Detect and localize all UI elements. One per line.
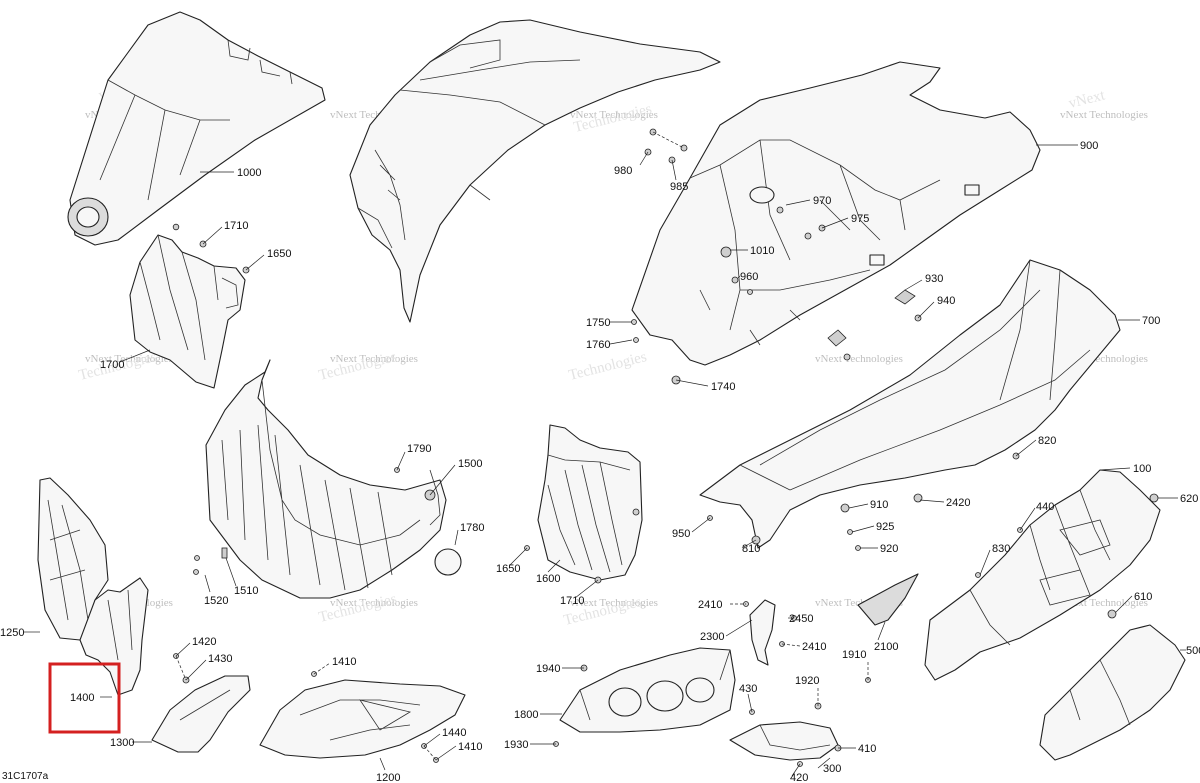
- callout-1000[interactable]: 1000: [237, 167, 261, 179]
- watermark-text: vNext Technologies: [85, 353, 173, 365]
- callout-700[interactable]: 700: [1142, 315, 1160, 327]
- callout-430[interactable]: 430: [739, 683, 757, 695]
- callout-900[interactable]: 900: [1080, 140, 1098, 152]
- part-1000-nose-cap[interactable]: [67, 11, 326, 246]
- callout-1710[interactable]: 1710: [224, 220, 248, 232]
- callout-830[interactable]: 830: [992, 543, 1010, 555]
- callout-1420[interactable]: 1420: [192, 636, 216, 648]
- watermark-text: vNext Technologies: [570, 597, 658, 609]
- diagram-reference: 31C1707a: [2, 771, 49, 782]
- callout-1910[interactable]: 1910: [842, 649, 866, 661]
- callout-940[interactable]: 940: [937, 295, 955, 307]
- watermark-text: vNext Technologies: [330, 597, 418, 609]
- callout-910[interactable]: 910: [870, 499, 888, 511]
- callout-1410[interactable]: 1410: [332, 656, 356, 668]
- callout-820[interactable]: 820: [1038, 435, 1056, 447]
- callout-1400[interactable]: 1400: [70, 692, 94, 704]
- part-1300-lower-flap[interactable]: [151, 675, 251, 753]
- callout-985[interactable]: 985: [670, 181, 688, 193]
- callout-500[interactable]: 500: [1186, 645, 1200, 657]
- callout-labels: 1000 1710 1650 1700 980 985 900 970 975 …: [0, 140, 1200, 783]
- part-1600-vent[interactable]: [537, 424, 643, 581]
- callout-920[interactable]: 920: [880, 543, 898, 555]
- part-1700-side-deflector[interactable]: [129, 234, 246, 389]
- callout-975[interactable]: 975: [851, 213, 869, 225]
- callout-950[interactable]: 950: [672, 528, 690, 540]
- callout-1200[interactable]: 1200: [376, 772, 400, 783]
- highlight-box: [48, 662, 121, 734]
- callout-100[interactable]: 100: [1133, 463, 1151, 475]
- callout-440[interactable]: 440: [1036, 501, 1054, 513]
- part-2300-bracket[interactable]: [749, 599, 776, 666]
- callout-1600[interactable]: 1600: [536, 573, 560, 585]
- callout-1410-b[interactable]: 1410: [458, 741, 482, 753]
- callout-980[interactable]: 980: [614, 165, 632, 177]
- callout-1920[interactable]: 1920: [795, 675, 819, 687]
- callout-610[interactable]: 610: [1134, 591, 1152, 603]
- part-900-rear-tub[interactable]: [631, 61, 1041, 366]
- callout-2100[interactable]: 2100: [874, 641, 898, 653]
- callout-2450[interactable]: 2450: [789, 613, 813, 625]
- callout-2410-b[interactable]: 2410: [802, 641, 826, 653]
- callout-970[interactable]: 970: [813, 195, 831, 207]
- callout-1780[interactable]: 1780: [460, 522, 484, 534]
- callout-1510[interactable]: 1510: [234, 585, 258, 597]
- callout-960[interactable]: 960: [740, 271, 758, 283]
- callout-1800[interactable]: 1800: [514, 709, 538, 721]
- callout-1700[interactable]: 1700: [100, 359, 124, 371]
- watermark-text: vNext Technologies: [815, 353, 903, 365]
- leader-lines: [24, 131, 1186, 777]
- callout-930[interactable]: 930: [925, 273, 943, 285]
- callout-1760[interactable]: 1760: [586, 339, 610, 351]
- callout-1010[interactable]: 1010: [750, 245, 774, 257]
- callout-1790[interactable]: 1790: [407, 443, 431, 455]
- callout-420[interactable]: 420: [790, 772, 808, 783]
- watermark-text: vNext Technologies: [570, 109, 658, 121]
- watermark-text: vNext Technologies: [330, 353, 418, 365]
- callout-1930[interactable]: 1930: [504, 739, 528, 751]
- callout-1650[interactable]: 1650: [267, 248, 291, 260]
- callout-2420[interactable]: 2420: [946, 497, 970, 509]
- watermark-text: vNext Technologies: [1060, 109, 1148, 121]
- watermark-text: Technologies: [567, 349, 648, 384]
- part-hood-panel[interactable]: [349, 19, 721, 323]
- callout-1940[interactable]: 1940: [536, 663, 560, 675]
- callout-1430[interactable]: 1430: [208, 653, 232, 665]
- callout-1250[interactable]: 1250: [0, 627, 24, 639]
- callout-1300[interactable]: 1300: [110, 737, 134, 749]
- callout-1710-b[interactable]: 1710: [560, 595, 584, 607]
- part-1500-front-grill[interactable]: [205, 359, 462, 599]
- callout-1500[interactable]: 1500: [458, 458, 482, 470]
- part-700-rear-cover[interactable]: [699, 259, 1121, 549]
- callout-2300[interactable]: 2300: [700, 631, 724, 643]
- callout-1750[interactable]: 1750: [586, 317, 610, 329]
- part-100-side-panel[interactable]: [924, 469, 1161, 681]
- callout-1740[interactable]: 1740: [711, 381, 735, 393]
- part-2100-brace[interactable]: [857, 573, 919, 626]
- callout-2410[interactable]: 2410: [698, 599, 722, 611]
- part-1800-dash-insert[interactable]: [559, 647, 736, 733]
- callout-410[interactable]: 410: [858, 743, 876, 755]
- callout-925[interactable]: 925: [876, 521, 894, 533]
- part-1200-lower-panel[interactable]: [259, 679, 466, 759]
- callout-620[interactable]: 620: [1180, 493, 1198, 505]
- callout-300[interactable]: 300: [823, 763, 841, 775]
- part-500-lower-panel[interactable]: [1039, 624, 1186, 761]
- callout-1520[interactable]: 1520: [204, 595, 228, 607]
- callout-810[interactable]: 810: [742, 543, 760, 555]
- callout-1650-b[interactable]: 1650: [496, 563, 520, 575]
- part-300-lower-bracket[interactable]: [729, 721, 839, 761]
- part-1400-side-flap[interactable]: [79, 577, 149, 696]
- callout-1440[interactable]: 1440: [442, 727, 466, 739]
